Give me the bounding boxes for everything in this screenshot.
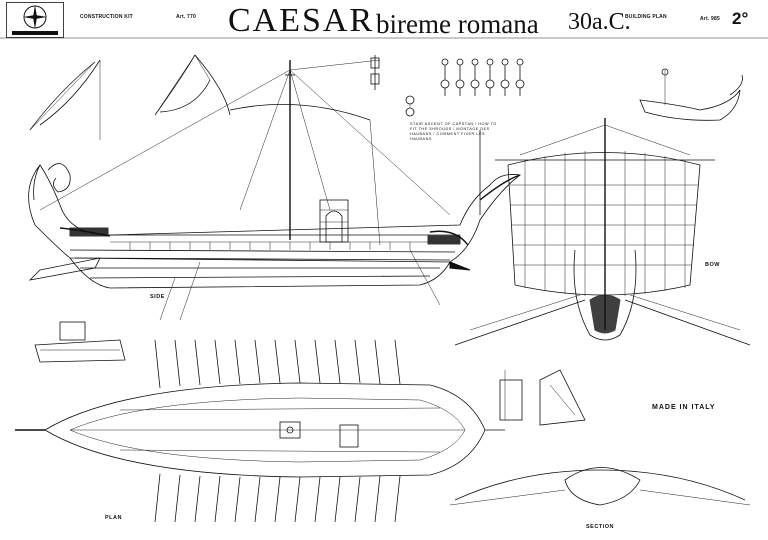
deck-detail <box>34 321 126 363</box>
compass-rose-logo-icon <box>6 2 64 38</box>
logo <box>6 2 64 38</box>
block-details <box>370 55 525 117</box>
bow-view-label: BOW <box>705 262 720 268</box>
prow-detail <box>639 68 743 121</box>
section-details <box>449 369 751 506</box>
side-view-label: SIDE <box>150 294 165 300</box>
page-date: 30a.C. <box>568 9 631 35</box>
side-view <box>28 59 522 321</box>
shroud-note: STAIR ASCENT OF CAPSTAN / HOW TO FIT THE… <box>410 122 497 141</box>
section-view-label: SECTION <box>586 524 614 530</box>
article-left: Art. 770 <box>176 14 196 20</box>
made-in-italy-label: MADE IN ITALY <box>652 404 716 411</box>
sheet-number: 2° <box>732 9 749 28</box>
plan-view <box>15 339 505 523</box>
plan-view-label: PLAN <box>105 515 122 521</box>
building-plan-label: BUILDING PLAN <box>625 14 667 20</box>
bow-view <box>454 118 751 346</box>
page-title: CAESAR <box>228 2 375 39</box>
article-right: Art. 985 <box>700 16 720 22</box>
page-subtitle: bireme romana <box>376 9 539 39</box>
construction-kit-label: CONSTRUCTION KIT <box>80 14 133 20</box>
sail-detail-sketches <box>29 54 231 140</box>
